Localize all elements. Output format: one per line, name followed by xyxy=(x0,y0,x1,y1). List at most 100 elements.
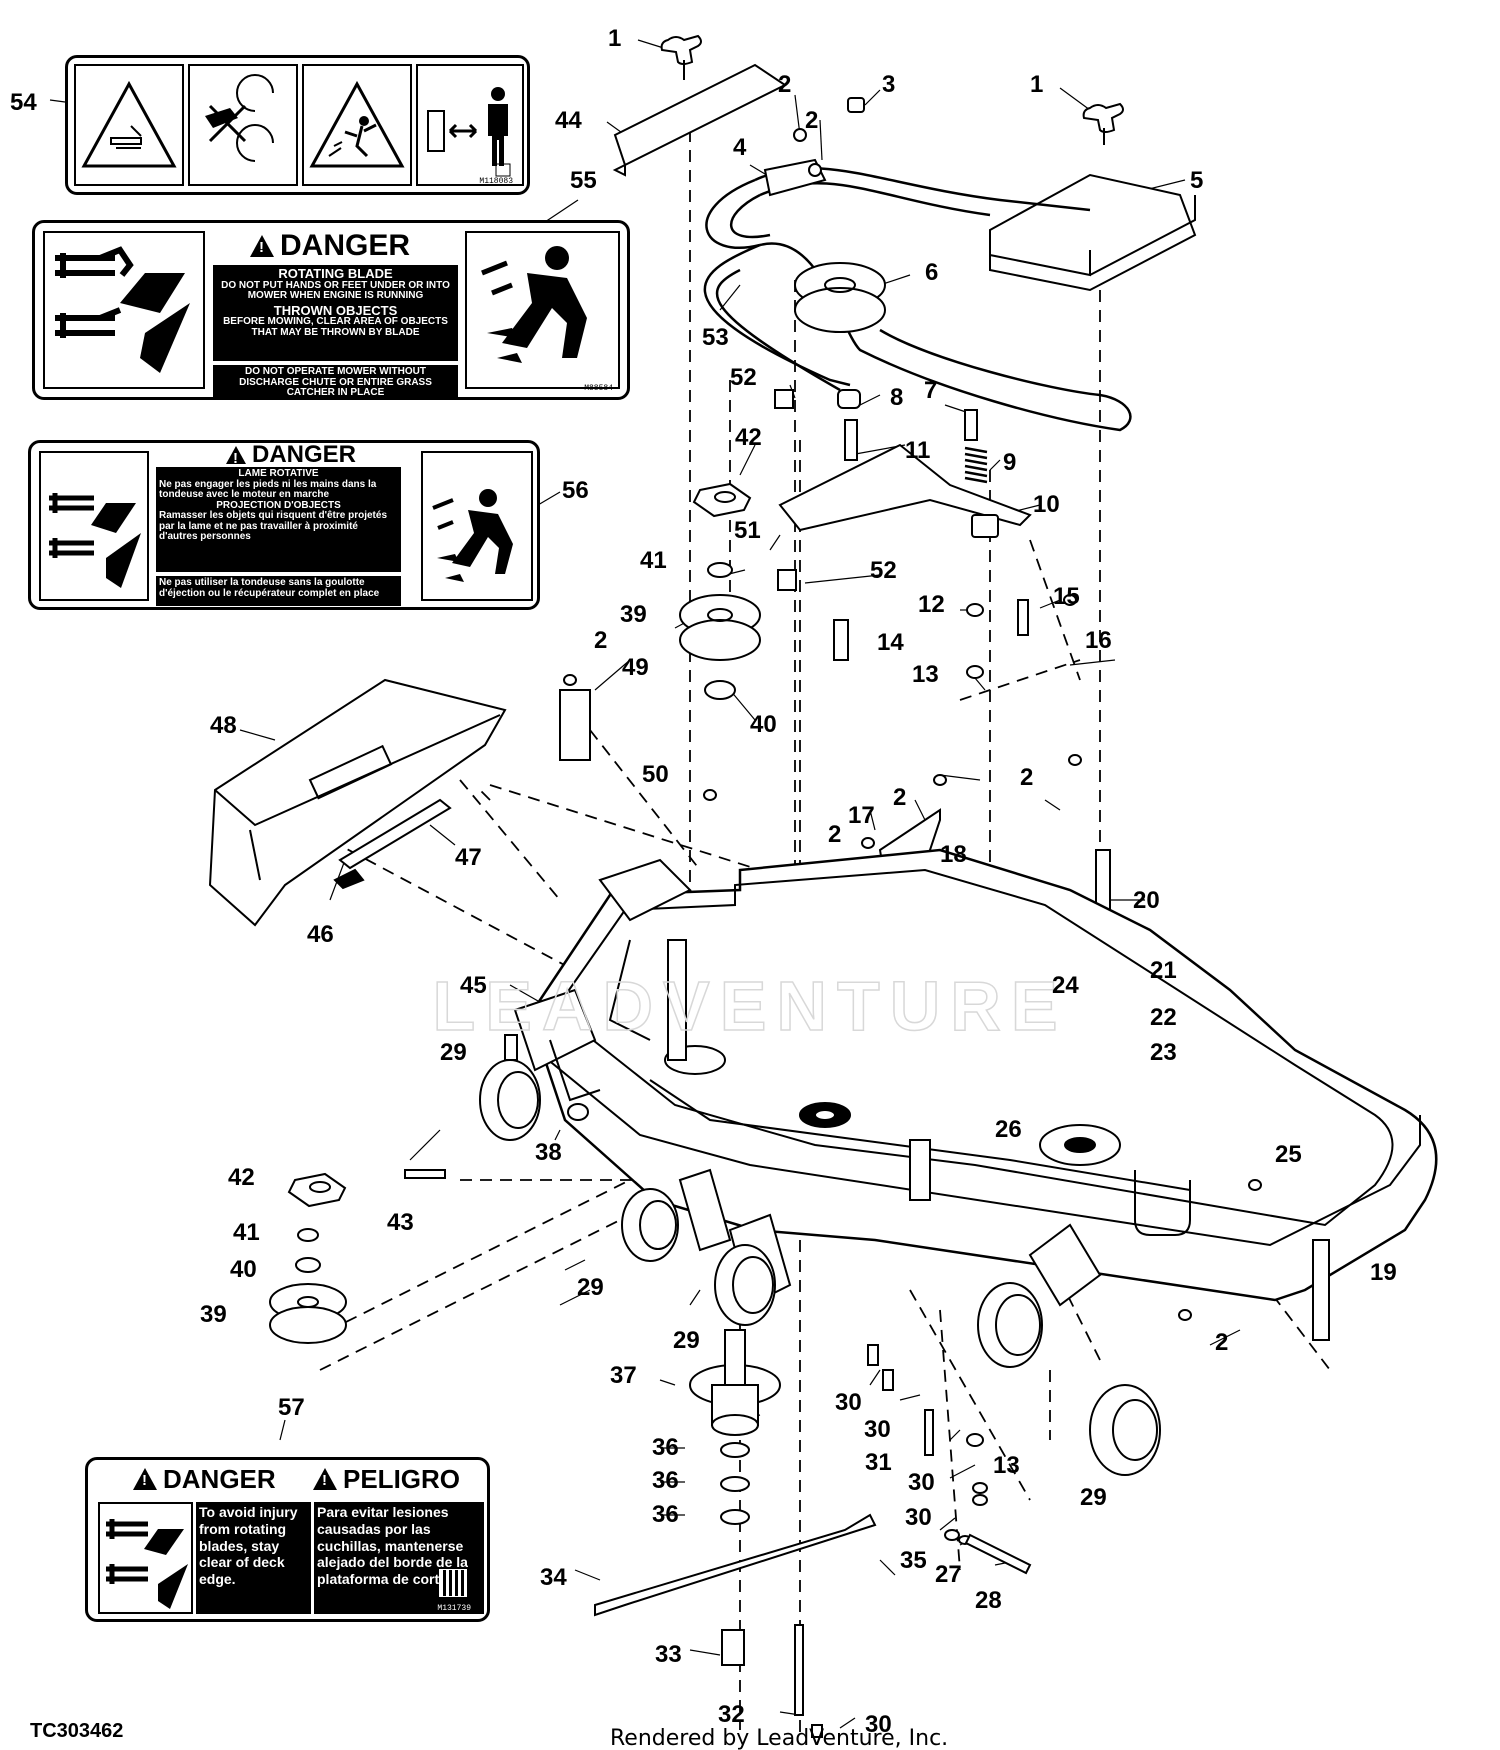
bolt-part-43 xyxy=(404,1169,446,1179)
callout: 17 xyxy=(848,802,875,829)
keep-distance-panel xyxy=(416,64,524,186)
callout: 52 xyxy=(870,557,897,584)
callout: 2 xyxy=(778,71,791,98)
blade-part-34 xyxy=(594,1513,877,1617)
callout: 1 xyxy=(608,25,621,52)
pin-part-15 xyxy=(1017,599,1029,636)
callout: 46 xyxy=(307,921,334,948)
callout: 29 xyxy=(673,1327,700,1354)
callout: 52 xyxy=(730,364,757,391)
callout: 51 xyxy=(734,517,761,544)
callout: 33 xyxy=(655,1641,682,1668)
callout: 27 xyxy=(935,1561,962,1588)
callout: 11 xyxy=(905,437,930,464)
callout: 8 xyxy=(890,384,903,411)
idler-arm-part-11 xyxy=(778,419,1032,532)
callout: 40 xyxy=(230,1256,257,1283)
callout: 41 xyxy=(640,547,667,574)
discharge-chute-part-48 xyxy=(208,678,507,927)
part-52 xyxy=(774,389,797,591)
callout: 38 xyxy=(535,1139,562,1166)
operate-warning-block: DO NOT OPERATE MOWER WITHOUT DISCHARGE C… xyxy=(213,365,458,398)
callout: 22 xyxy=(1150,1004,1177,1031)
bolt-part-32 xyxy=(794,1624,804,1716)
callout: 18 xyxy=(940,841,967,868)
callout: 36 xyxy=(652,1467,679,1494)
decal-56: DANGER LAME ROTATIVE Ne pas engager les … xyxy=(28,440,540,610)
callout: 37 xyxy=(610,1362,637,1389)
nut-part-38 xyxy=(567,1103,589,1121)
small-nuts-part-2 xyxy=(563,128,1262,1321)
callout: 21 xyxy=(1150,957,1177,984)
blade-injury-icon xyxy=(106,1519,188,1609)
callout: 10 xyxy=(1033,491,1060,518)
bracket-part-44 xyxy=(612,63,787,177)
danger-header-fr: DANGER xyxy=(226,441,356,469)
warning-triangle-icon xyxy=(133,1468,157,1490)
wheel-part-29 xyxy=(479,1059,1161,1476)
blade-pictogram-panel-fr xyxy=(39,451,149,601)
decal-54: M118083 xyxy=(65,55,530,195)
callout: 34 xyxy=(540,1564,567,1591)
decal-55: DANGER ROTATING BLADE DO NOT PUT HANDS O… xyxy=(32,220,630,400)
knob-part-1 xyxy=(660,34,1124,145)
bolt-part-31 xyxy=(924,1409,934,1456)
callout: 30 xyxy=(835,1389,862,1416)
callout: 26 xyxy=(995,1116,1022,1143)
callout: 2 xyxy=(1215,1329,1228,1356)
callout: 36 xyxy=(652,1434,679,1461)
callout: 29 xyxy=(440,1039,467,1066)
warning-text-es: Para evitar lesiones causadas por las cu… xyxy=(314,1502,484,1614)
callout: 39 xyxy=(200,1301,227,1328)
operate-warning-block-fr: Ne pas utiliser la tondeuse sans la goul… xyxy=(156,576,401,606)
warning-triangle-panel xyxy=(74,64,184,186)
callout: 41 xyxy=(233,1219,260,1246)
footer-credit: Rendered by LeadVenture, Inc. xyxy=(610,1726,948,1750)
callout: 2 xyxy=(594,627,607,654)
part-46 xyxy=(333,868,365,890)
bolt-part-33 xyxy=(721,1629,745,1666)
callout: 53 xyxy=(702,324,729,351)
washer-part-36 xyxy=(720,1442,750,1525)
danger-text-block-fr: LAME ROTATIVE Ne pas engager les pieds n… xyxy=(156,467,401,572)
decal-57: DANGER PELIGRO To avoid injury from rota… xyxy=(85,1457,490,1622)
spring-part-9 xyxy=(964,446,988,484)
part-30 xyxy=(811,1344,988,1738)
plate-part-49 xyxy=(559,689,591,761)
warning-triangle-icon xyxy=(313,1468,337,1490)
callout: 4 xyxy=(733,134,747,161)
callout: 2 xyxy=(893,784,906,811)
thrown-object-person-icon xyxy=(432,489,513,582)
callout: 56 xyxy=(562,477,589,504)
callout: 29 xyxy=(1080,1484,1107,1511)
thrown-object-panel xyxy=(302,64,412,186)
callout: 32 xyxy=(718,1701,745,1728)
part-8 xyxy=(837,389,861,409)
callout: 30 xyxy=(864,1416,891,1443)
mower-deck xyxy=(504,848,1438,1307)
bearing-part-40 xyxy=(295,680,736,1273)
callout: 24 xyxy=(1052,972,1079,999)
washer-part-41 xyxy=(297,562,733,1242)
nut-part-42 xyxy=(692,482,752,518)
thrown-object-person-icon xyxy=(481,246,587,363)
rotating-blade-panel xyxy=(188,64,298,186)
hand-in-blade-icon xyxy=(205,74,274,162)
blade-pictogram-panel xyxy=(43,231,205,389)
nut-part-13 xyxy=(966,665,984,1447)
callout: 45 xyxy=(460,972,487,999)
thrown-object-warning-icon xyxy=(309,80,405,168)
callout: 42 xyxy=(228,1164,255,1191)
callout: 48 xyxy=(210,712,237,739)
callout: 57 xyxy=(278,1394,305,1421)
callout: 2 xyxy=(828,821,841,848)
callout: 5 xyxy=(1190,167,1203,194)
callout: 15 xyxy=(1053,583,1080,610)
nut-part-42-lower xyxy=(287,1172,347,1208)
callout: 3 xyxy=(882,71,895,98)
bolt-part-7 xyxy=(964,409,978,441)
callout: 1 xyxy=(1030,71,1043,98)
parts-27-28-35 xyxy=(944,1529,1032,1575)
callout: 13 xyxy=(912,661,939,688)
